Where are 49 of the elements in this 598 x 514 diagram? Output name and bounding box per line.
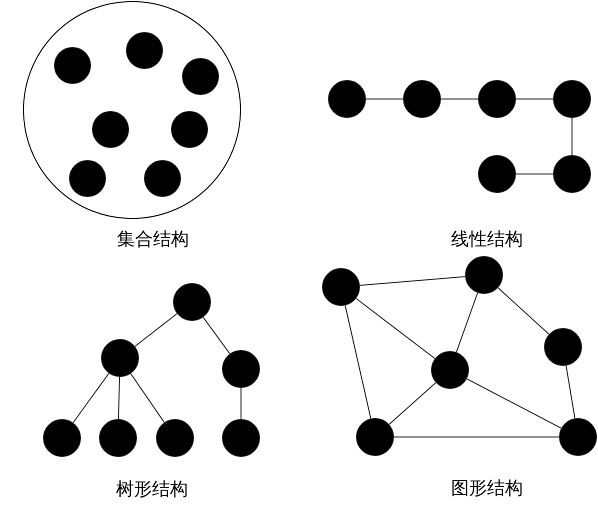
dot (222, 350, 260, 388)
dot (328, 80, 366, 118)
dot (356, 418, 394, 456)
connector-line (202, 316, 230, 354)
set-circle (23, 1, 241, 219)
caption: 线性结构 (451, 229, 523, 251)
connector-line (72, 372, 110, 424)
dot (126, 32, 162, 68)
dot (68, 160, 106, 196)
dot (144, 160, 180, 196)
dot (544, 328, 582, 366)
connector-line (240, 388, 242, 420)
dot (553, 80, 591, 118)
dot (101, 339, 139, 377)
caption: 树形结构 (116, 479, 188, 501)
connector-line (498, 287, 550, 335)
connector-line (388, 382, 436, 425)
connector-line (130, 373, 165, 423)
dot (99, 419, 137, 457)
dot (43, 419, 81, 457)
dot (322, 268, 360, 306)
connector-line (118, 376, 120, 420)
connector-line (359, 276, 466, 286)
connector-line (394, 436, 560, 438)
connector-line (566, 365, 576, 419)
connector-line (356, 298, 436, 359)
connector-line (456, 292, 478, 353)
dot (173, 283, 211, 321)
dot (403, 80, 441, 118)
connector-line (440, 98, 478, 100)
dot (559, 418, 597, 456)
dot (182, 58, 218, 94)
caption: 图形结构 (451, 478, 523, 500)
connector-line (516, 98, 554, 100)
dot (478, 80, 516, 118)
dot (170, 110, 208, 148)
connector-line (134, 313, 178, 347)
dot (156, 419, 194, 457)
dot (478, 155, 516, 193)
dot (431, 351, 469, 389)
connector-line (466, 378, 562, 429)
dot (465, 256, 503, 294)
dot (222, 419, 260, 457)
dot (54, 46, 90, 84)
caption: 集合结构 (117, 229, 189, 251)
dot (92, 110, 128, 148)
connector-line (366, 98, 404, 100)
connector-line (344, 305, 372, 419)
dot (553, 155, 591, 193)
